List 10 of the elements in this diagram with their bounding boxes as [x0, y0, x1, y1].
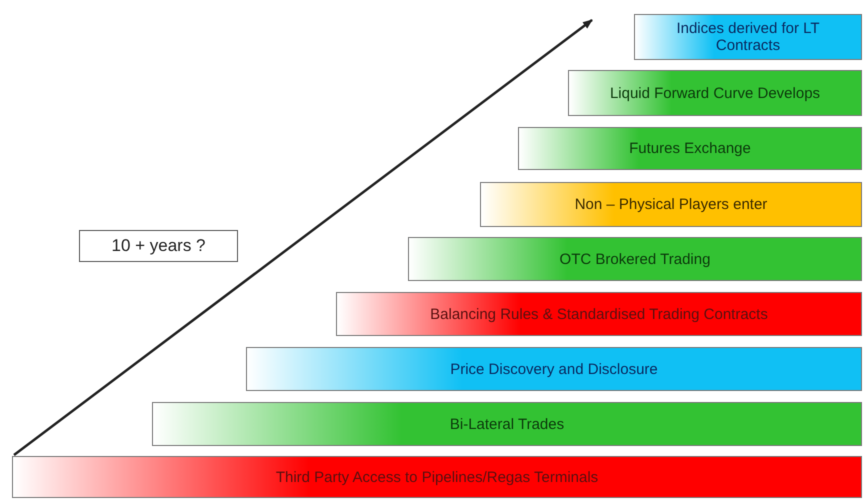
stage-bar: OTC Brokered Trading [408, 237, 862, 281]
stage-bar: Price Discovery and Disclosure [246, 347, 862, 391]
stage-bar: Bi-Lateral Trades [152, 402, 862, 446]
note-box: 10 + years ? [79, 230, 238, 262]
stage-bar: Futures Exchange [518, 127, 862, 170]
stage-bar: Non – Physical Players enter [480, 182, 862, 227]
stage-bar: Indices derived for LT Contracts [634, 14, 862, 60]
stage-bar: Third Party Access to Pipelines/Regas Terminals [12, 456, 862, 498]
stage-bar: Balancing Rules & Standardised Trading Contracts [336, 292, 862, 336]
stage-bar: Liquid Forward Curve Develops [568, 70, 862, 116]
